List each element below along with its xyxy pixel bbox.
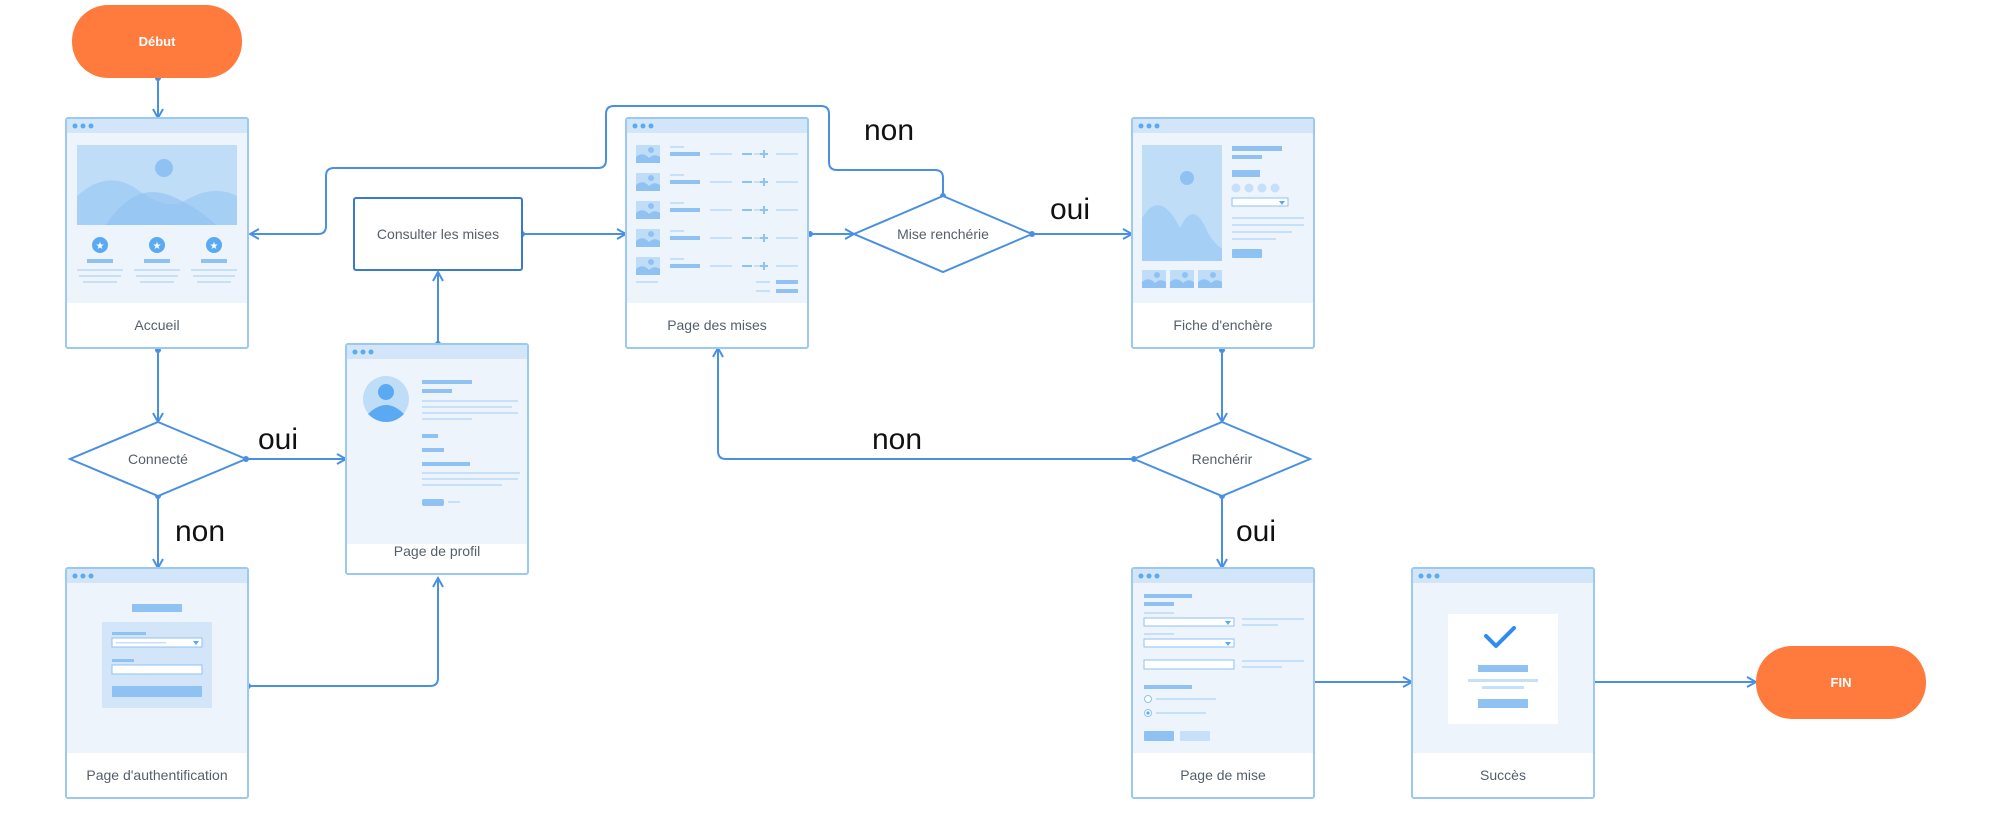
screen-fiche-label: Fiche d'enchère [1173,317,1272,333]
screen-profil: Page de profil [345,343,529,575]
bid-row [636,173,798,191]
edge-label-mise-rencherie-non: non [864,114,914,147]
edge-label-mise-rencherie-oui: oui [1050,193,1090,226]
screen-mises: Page des mises [625,117,809,349]
screen-authentification: Page d'authentification [65,567,249,799]
screen-accueil: ★ ★ ★ Accueil [65,117,249,349]
svg-text:★: ★ [96,241,105,252]
screen-mises-label: Page des mises [667,317,767,333]
end-terminal: FIN [1756,646,1926,719]
screen-authentification-label: Page d'authentification [86,767,227,783]
decision-rencherir-label: Renchérir [1192,451,1253,467]
bid-row [636,145,798,163]
edge-auth-to-profil [248,578,438,687]
edge-rencherir-non-to-mises [718,348,1134,460]
edge-label-connecte-oui: oui [258,423,298,456]
edge-label-rencherir-oui: oui [1236,515,1276,548]
decision-connecte-label: Connecté [128,451,188,467]
screen-fiche: Fiche d'enchère [1131,117,1315,349]
action-consulter-label: Consulter les mises [377,226,499,242]
svg-text:★: ★ [210,241,219,252]
screen-mise: Page de mise [1131,567,1315,799]
start-label: Début [139,34,177,49]
end-label: FIN [1831,675,1852,690]
decision-mise-rencherie-label: Mise renchérie [897,226,989,242]
edge-label-connecte-non: non [175,515,225,548]
bid-row [636,229,798,247]
feature-column: ★ [77,237,123,283]
screen-succes-label: Succès [1480,767,1526,783]
edge-labels: oui non non oui non oui [175,114,1276,548]
decision-rencherir: Renchérir [1131,420,1313,498]
screen-mise-label: Page de mise [1180,767,1266,783]
product-image [1142,145,1222,261]
svg-text:★: ★ [153,241,162,252]
edge-label-rencherir-non: non [872,423,922,456]
decision-connecte: Connecté [67,420,249,498]
decision-mise-rencherie: Mise renchérie [851,194,1035,274]
start-terminal: Début [72,5,242,78]
bid-row [636,201,798,219]
action-consulter: Consulter les mises [353,197,523,271]
feature-column: ★ [191,237,237,283]
screen-profil-label: Page de profil [394,543,480,559]
bid-row [636,257,798,275]
screen-succes: Succès [1411,567,1595,799]
edge-misrencherie-non-to-accueil [250,105,944,234]
feature-column: ★ [134,237,180,283]
avatar [363,376,409,422]
checkmark-icon [1484,626,1516,648]
screen-accueil-label: Accueil [134,317,179,333]
